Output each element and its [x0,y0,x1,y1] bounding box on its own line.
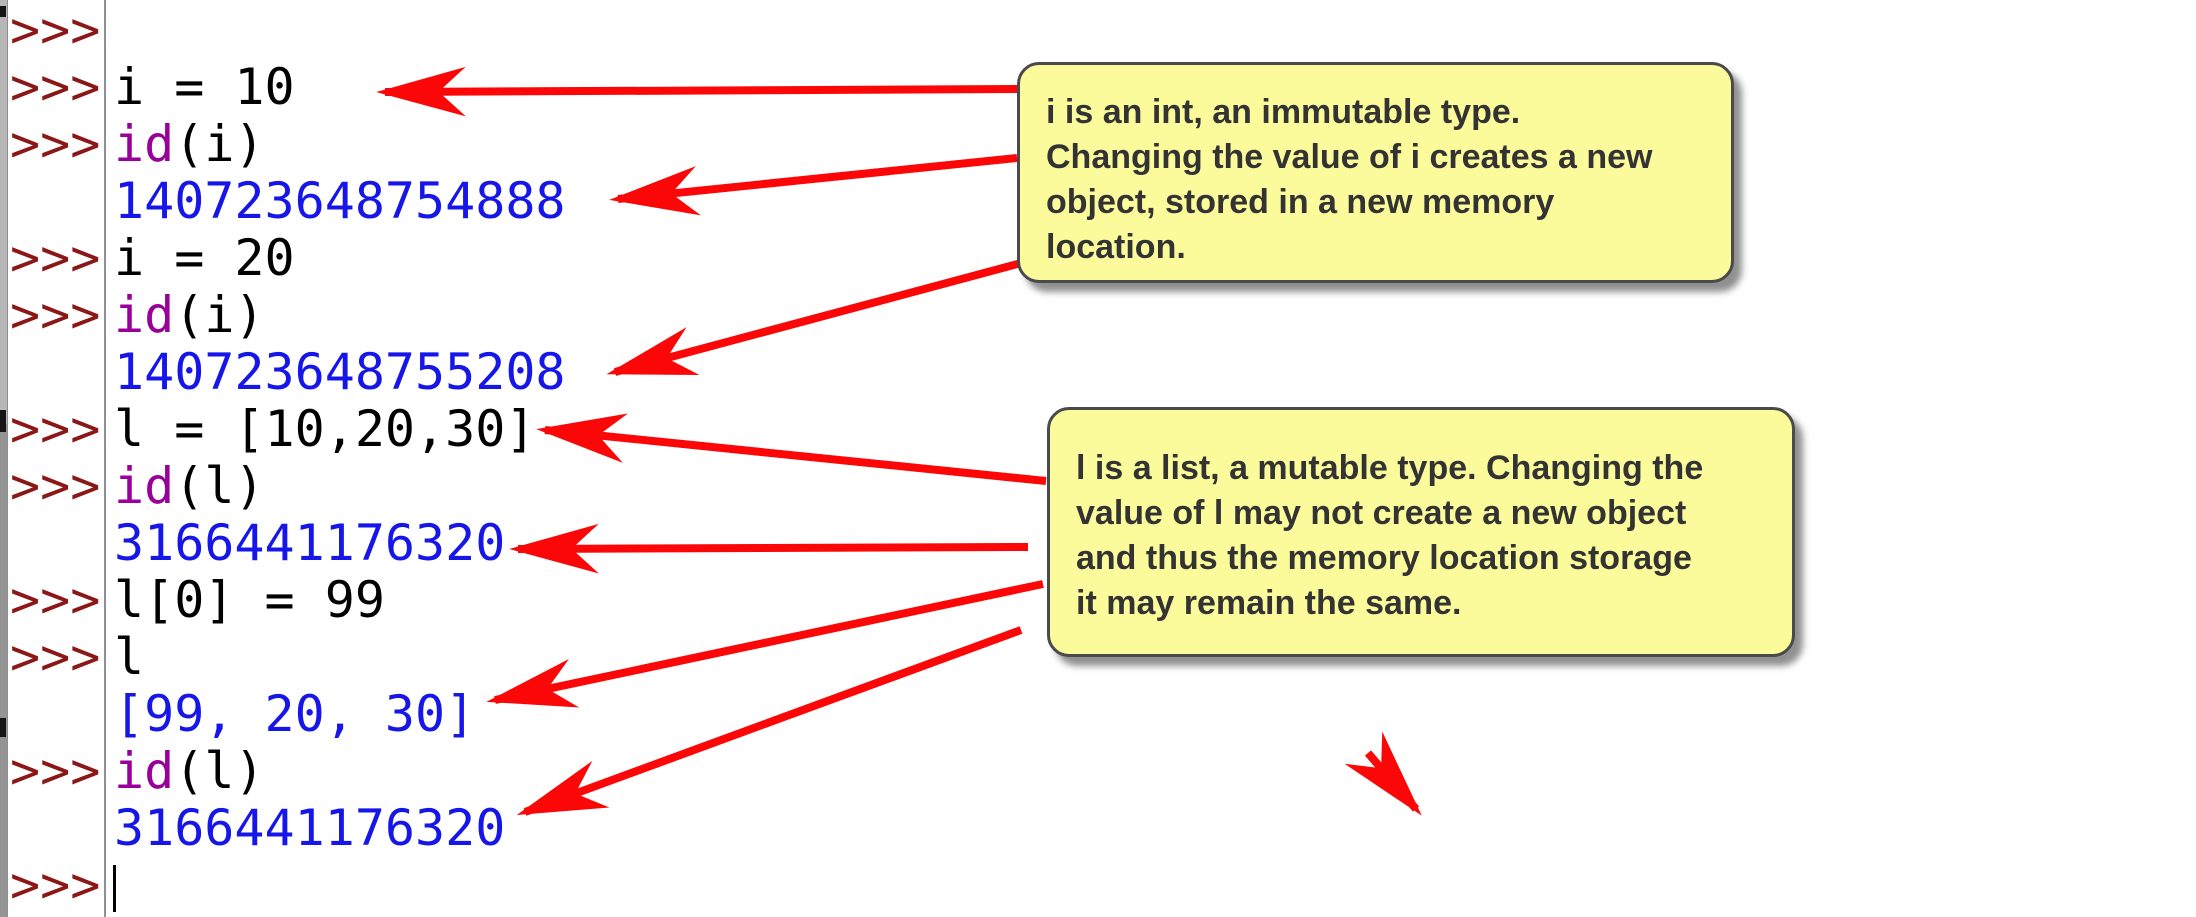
shell-code-line: [99, 20, 30] [106,686,2196,743]
code-output: 3166441176320 [114,514,506,572]
shell-line: [99, 20, 30] [7,686,2196,743]
code-input: i = 20 [114,229,295,287]
shell-line: 3166441176320 [7,515,2196,572]
shell-code-line: id(l) [106,743,2196,800]
code-input: (l) [174,742,265,800]
shell-code-line: l[0] = 99 [106,572,2196,629]
code-builtin: id [114,457,175,515]
scrollbar-notch [0,410,6,432]
shell-prompt: >>> [10,58,101,116]
shell-line: >>>i = 10 [7,59,2196,116]
shell-code-line: 140723648755208 [106,344,2196,401]
code-input: l = [10,20,30] [114,400,536,458]
code-builtin: id [114,742,175,800]
code-output: 140723648755208 [114,343,566,401]
shell-line: >>>id(i) [7,116,2196,173]
callout-int-note: i is an int, an immutable type. Changing… [1017,62,1734,283]
shell-code-line: 3166441176320 [106,515,2196,572]
scrollbar-notch [0,718,6,737]
shell-prompt: >>> [10,457,101,515]
code-input: i = 10 [114,58,295,116]
scrollbar-notch [0,6,6,17]
shell-code-line [106,857,2196,914]
shell-line: >>> [7,2,2196,59]
code-input: (i) [174,286,265,344]
shell-line: >>>l [7,629,2196,686]
shell-line: 140723648754888 [7,173,2196,230]
code-output: [99, 20, 30] [114,685,476,743]
callout-list-note: l is a list, a mutable type. Changing th… [1047,407,1795,657]
shell-code-line: 140723648754888 [106,173,2196,230]
shell-prompt: >>> [10,229,101,287]
left-edge-scrollbar[interactable] [0,0,8,917]
shell-prompt: >>> [10,742,101,800]
shell-prompt: >>> [10,286,101,344]
python-shell[interactable]: >>>>>>i = 10>>>id(i)140723648754888>>>i … [7,0,2196,917]
shell-line: >>>l[0] = 99 [7,572,2196,629]
shell-line: >>> [7,857,2196,914]
shell-prompt: >>> [10,115,101,173]
shell-code-line: l [106,629,2196,686]
shell-line: >>>l = [10,20,30] [7,401,2196,458]
code-input: l [114,628,145,686]
shell-code-line: i = 20 [106,230,2196,287]
shell-prompt [7,686,106,743]
shell-prompt [7,800,106,857]
shell-code-line: i = 10 [106,59,2196,116]
shell-line: 3166441176320 [7,800,2196,857]
shell-code-line: id(i) [106,287,2196,344]
text-cursor [113,865,116,912]
shell-prompt: >>> [10,400,101,458]
code-input: (i) [174,115,265,173]
shell-code-line: id(l) [106,458,2196,515]
shell-prompt [7,173,106,230]
shell-line: >>>id(l) [7,458,2196,515]
shell-prompt: >>> [10,856,101,914]
shell-line: >>>id(l) [7,743,2196,800]
shell-prompt: >>> [10,628,101,686]
shell-line: >>>i = 20 [7,230,2196,287]
shell-prompt [7,515,106,572]
shell-code-line: 3166441176320 [106,800,2196,857]
shell-prompt: >>> [10,1,101,59]
code-output: 3166441176320 [114,799,506,857]
shell-prompt [7,344,106,401]
shell-code-line: l = [10,20,30] [106,401,2196,458]
code-builtin: id [114,286,175,344]
prompt-separator-line [104,0,106,917]
shell-code-line [106,2,2196,59]
code-input: (l) [174,457,265,515]
code-input: l[0] = 99 [114,571,385,629]
shell-code-line: id(i) [106,116,2196,173]
code-output: 140723648754888 [114,172,566,230]
shell-line: >>>id(i) [7,287,2196,344]
code-builtin: id [114,115,175,173]
shell-prompt: >>> [10,571,101,629]
scrollbar-dark-segment [0,424,7,917]
shell-line: 140723648755208 [7,344,2196,401]
